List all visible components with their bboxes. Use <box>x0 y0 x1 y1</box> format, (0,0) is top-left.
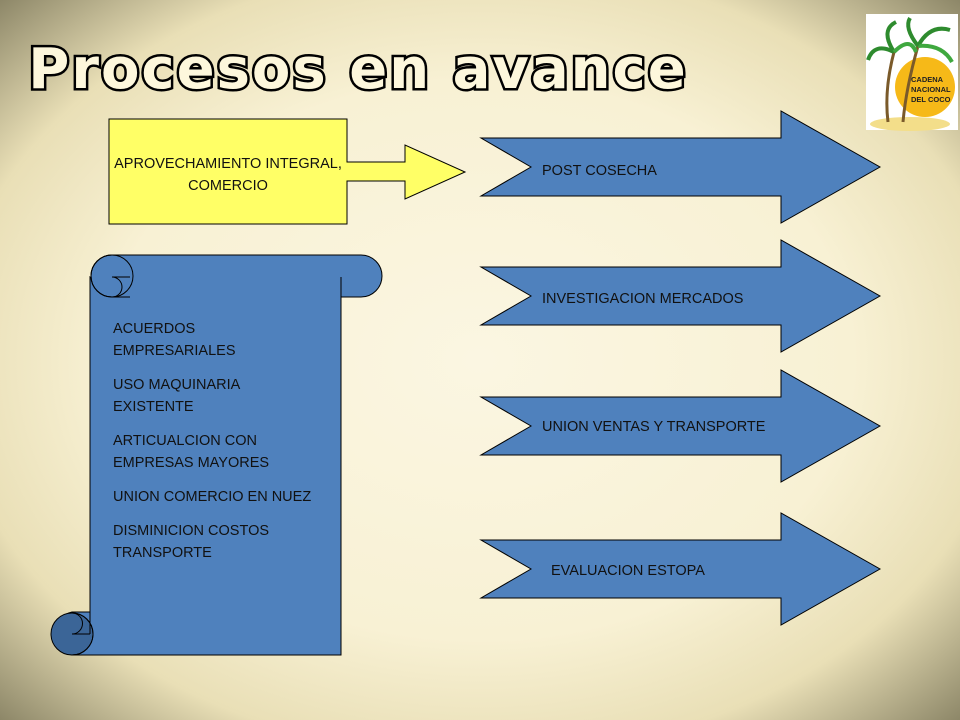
scroll-item: DISMINICION COSTOS TRANSPORTE <box>113 523 270 561</box>
logo-text-line-2: NACIONAL <box>911 85 951 94</box>
scroll-item: ACUERDOS EMPRESARIALES <box>113 321 236 359</box>
arrow-investigacion-mercados <box>479 239 882 353</box>
scroll-shape <box>50 254 383 656</box>
arrow-label-union-ventas: UNION VENTAS Y TRANSPORTE <box>542 419 766 435</box>
arrow-label-investigacion-mercados: INVESTIGACION MERCADOS <box>542 291 744 307</box>
palm-tree-sun-logo: CADENA NACIONAL DEL COCO <box>866 14 958 131</box>
source-box-arrow <box>108 118 467 225</box>
logo-text-line-3: DEL COCO <box>911 95 951 104</box>
arrow-label-evaluacion-estopa: EVALUACION ESTOPA <box>551 563 705 579</box>
arrow-union-ventas <box>479 369 882 483</box>
slide-title: Procesos en avance <box>28 37 687 102</box>
source-box-label: APROVECHAMIENTO INTEGRAL, COMERCIO <box>114 156 342 194</box>
scroll-item: USO MAQUINARIA EXISTENTE <box>113 377 240 415</box>
logo-text-line-1: CADENA <box>911 75 944 84</box>
scroll-item: UNION COMERCIO EN NUEZ <box>113 489 312 505</box>
arrow-post-cosecha <box>479 110 882 224</box>
scroll-item: ARTICUALCION CON EMPRESAS MAYORES <box>113 433 270 471</box>
scroll-item-list: ACUERDOS EMPRESARIALES USO MAQUINARIA EX… <box>113 318 313 576</box>
arrow-label-post-cosecha: POST COSECHA <box>542 163 657 179</box>
arrow-evaluacion-estopa <box>479 512 882 626</box>
